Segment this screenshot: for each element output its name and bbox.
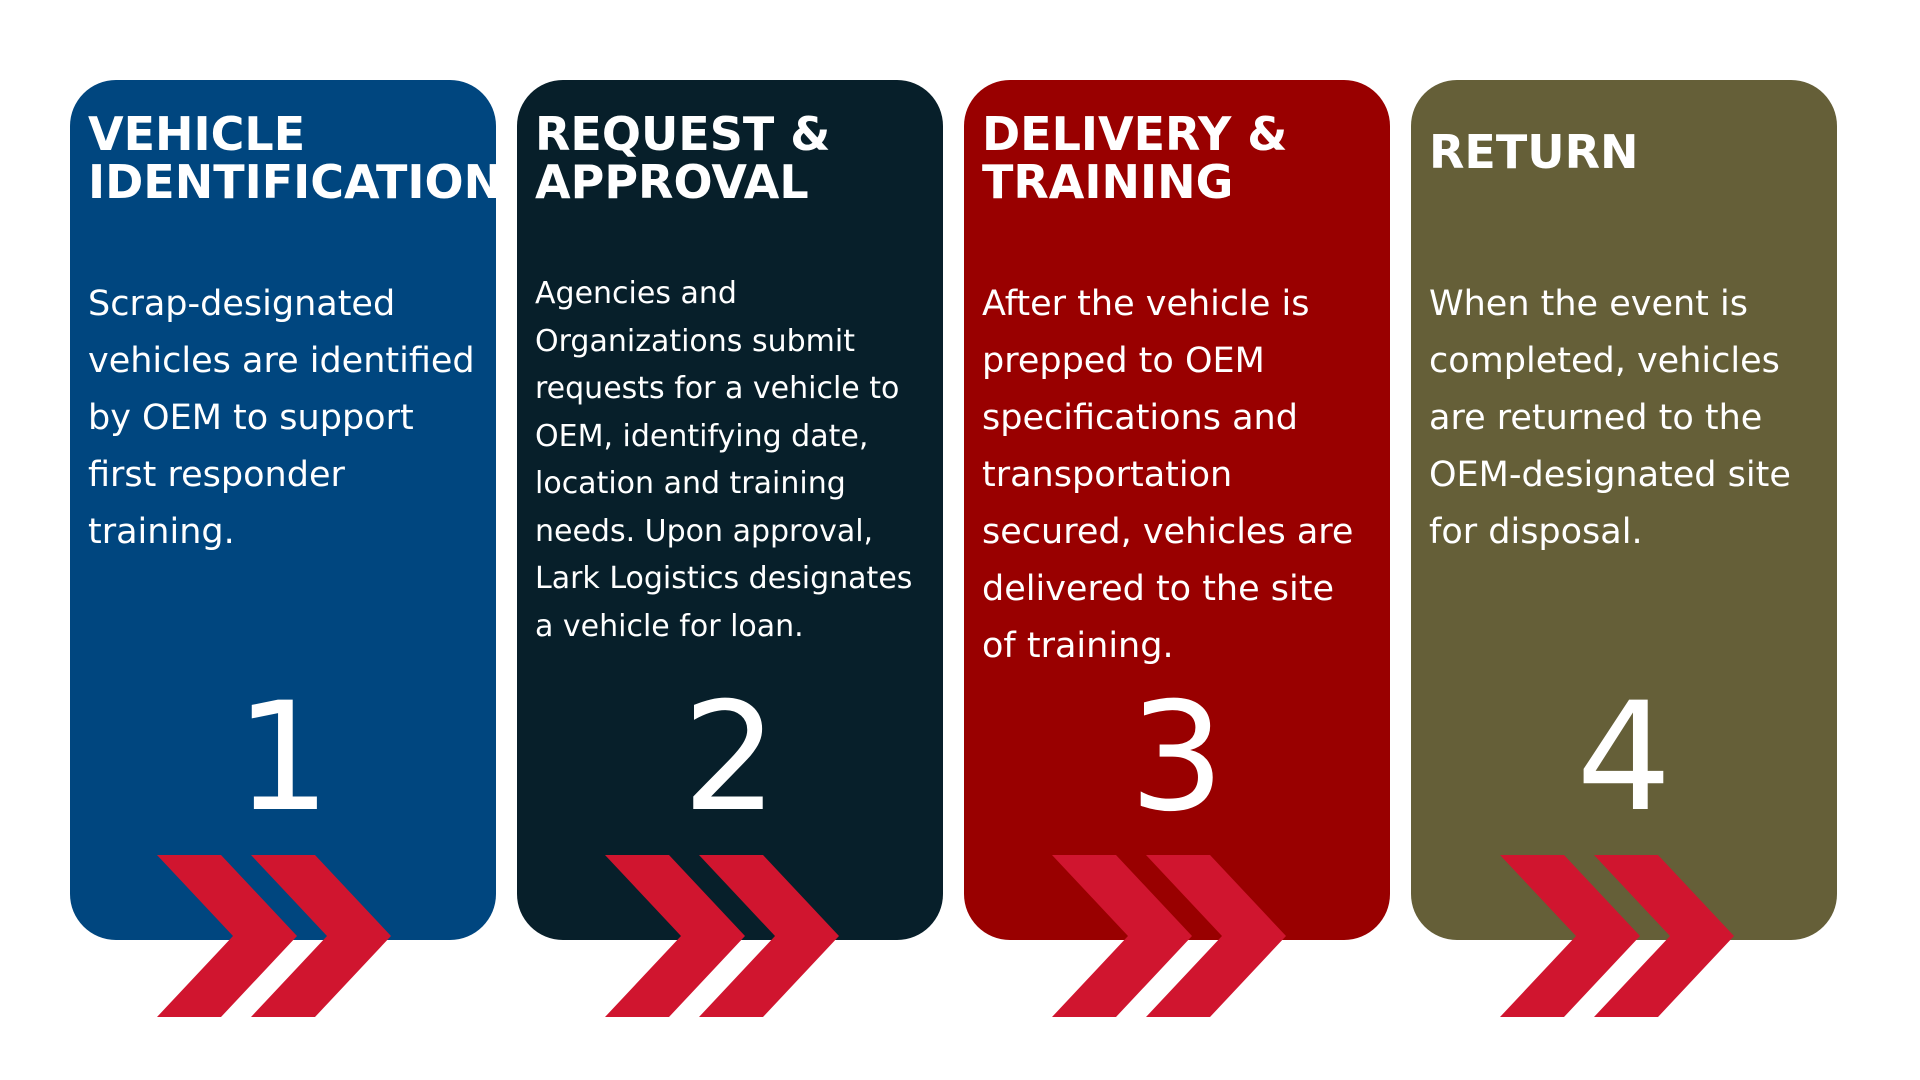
step-title: VEHICLE IDENTIFICATION [88, 107, 503, 209]
chevron-front [251, 855, 391, 1017]
step-card-3: DELIVERY & TRAINING After the vehicle is… [964, 80, 1390, 940]
step-card-2: REQUEST & APPROVAL Agencies and Organiza… [517, 80, 943, 940]
chevron-front [699, 855, 839, 1017]
step-title: RETURN [1429, 125, 1639, 179]
step-description: After the vehicle is prepped to OEM spec… [982, 284, 1354, 666]
step-title: REQUEST & APPROVAL [535, 107, 831, 209]
chevron-back [157, 855, 297, 1017]
step-card-1: VEHICLE IDENTIFICATION Scrap-designated … [70, 80, 503, 940]
step-number: 4 [1576, 671, 1672, 845]
step-number: 3 [1129, 671, 1225, 845]
step-description: When the event is completed, vehicles ar… [1429, 284, 1791, 552]
double-chevron-right-icon [157, 855, 391, 1017]
double-chevron-right-icon [1500, 855, 1734, 1017]
chevron-front [1594, 855, 1734, 1017]
chevron-back [1052, 855, 1192, 1017]
step-number: 1 [235, 671, 331, 845]
chevron-back [605, 855, 745, 1017]
double-chevron-right-icon [605, 855, 839, 1017]
chevron-front [1146, 855, 1286, 1017]
step-description: Scrap-designated vehicles are identified… [88, 284, 475, 552]
step-number: 2 [682, 671, 778, 845]
step-title: DELIVERY & TRAINING [982, 107, 1288, 209]
step-description: Agencies and Organizations submit reques… [535, 276, 913, 644]
double-chevron-right-icon [1052, 855, 1286, 1017]
step-card-4: RETURN When the event is completed, vehi… [1411, 80, 1837, 940]
chevron-back [1500, 855, 1640, 1017]
